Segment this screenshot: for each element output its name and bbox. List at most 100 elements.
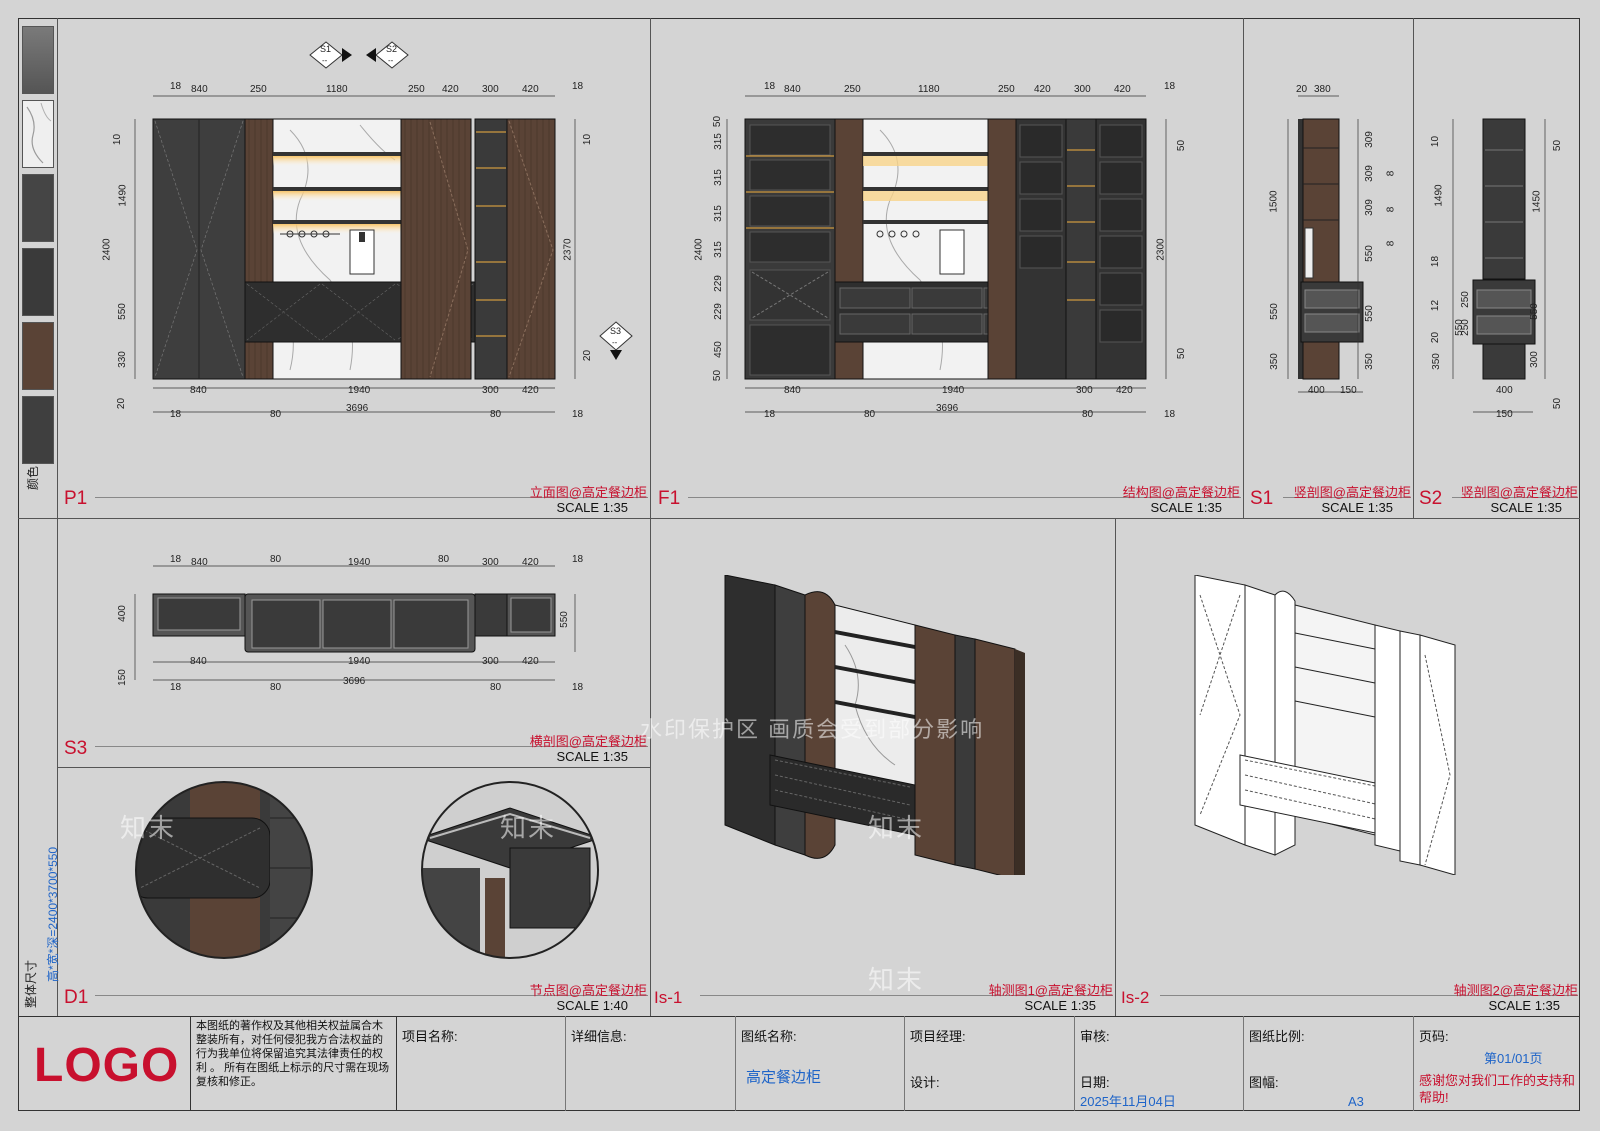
dim: 18 bbox=[1164, 409, 1176, 420]
dim: 840 bbox=[190, 656, 207, 667]
dim: 2400 bbox=[101, 238, 113, 261]
dim: 550 bbox=[1268, 303, 1280, 320]
dim: 250 bbox=[1459, 319, 1471, 336]
f1-scale: SCALE 1:35 bbox=[1150, 500, 1222, 515]
section-tag-s2-dash: -- bbox=[388, 56, 394, 65]
is1-isometric-render bbox=[724, 575, 1025, 875]
s2-scale: SCALE 1:35 bbox=[1490, 500, 1562, 515]
s2-code: S2 bbox=[1419, 488, 1443, 509]
section-tag-s1: S1 bbox=[320, 44, 332, 54]
overall-size-label: 整体尺寸 bbox=[24, 959, 38, 1008]
watermark-brand-1: 知末 bbox=[120, 813, 177, 843]
dim: 1180 bbox=[326, 84, 348, 95]
tb-divider bbox=[190, 1016, 191, 1111]
dim: 380 bbox=[1314, 84, 1331, 95]
section-tag-s2: S2 bbox=[386, 44, 398, 54]
watermark-brand-3: 知末 bbox=[868, 813, 925, 843]
tb-divider bbox=[565, 1016, 566, 1111]
f1-structure-drawing bbox=[726, 95, 1167, 413]
designer-label: 设计: bbox=[910, 1075, 940, 1090]
dim: 309 bbox=[1363, 165, 1375, 182]
sheet-size-label: 图幅: bbox=[1249, 1075, 1279, 1090]
dim: 18 bbox=[764, 409, 776, 420]
drawing-scale-label: 图纸比例: bbox=[1249, 1029, 1305, 1044]
dim: 315 bbox=[712, 169, 724, 186]
dim: 420 bbox=[1114, 84, 1131, 95]
color-swatch-5 bbox=[22, 322, 54, 390]
is1-code: Is-1 bbox=[654, 988, 683, 1007]
dim: 550 bbox=[1363, 245, 1375, 262]
color-swatch-2 bbox=[22, 100, 54, 168]
dim: 315 bbox=[712, 241, 724, 258]
col-divider-3 bbox=[1413, 18, 1414, 518]
s2-title-line bbox=[1452, 497, 1578, 498]
drawing-name-value: 高定餐边柜 bbox=[746, 1069, 822, 1086]
dim: 20 bbox=[1296, 84, 1308, 95]
is2-title-line bbox=[1160, 995, 1578, 996]
dim: 8 bbox=[1385, 206, 1397, 213]
dim: 250 bbox=[250, 84, 267, 95]
dim: 80 bbox=[270, 682, 282, 693]
dim: 80 bbox=[490, 409, 502, 420]
dim: 840 bbox=[784, 84, 801, 95]
date-label: 日期: bbox=[1080, 1075, 1110, 1090]
project-name-label: 项目名称: bbox=[402, 1029, 458, 1044]
s3-plan-drawing bbox=[134, 565, 576, 681]
dim: 18 bbox=[572, 682, 584, 693]
dim: 550 bbox=[1528, 303, 1540, 320]
dim: 20 bbox=[116, 397, 128, 410]
dim: 315 bbox=[712, 133, 724, 150]
d1-title-line bbox=[95, 995, 648, 996]
d1-code: D1 bbox=[64, 987, 89, 1008]
logo: LOGO bbox=[34, 1039, 180, 1092]
dim: 10 bbox=[1430, 135, 1442, 148]
dim: 420 bbox=[1034, 84, 1051, 95]
dim: 80 bbox=[438, 554, 450, 565]
dim: 420 bbox=[522, 385, 539, 396]
dim: 309 bbox=[1363, 199, 1375, 216]
s2-title: 竖剖图@高定餐边柜 bbox=[1460, 485, 1578, 500]
s1-title-line bbox=[1283, 497, 1411, 498]
dim: 420 bbox=[522, 84, 539, 95]
date-value: 2025年11月04日 bbox=[1080, 1094, 1176, 1109]
is1-title-line bbox=[700, 995, 1113, 996]
s3-title: 横剖图@高定餐边柜 bbox=[529, 734, 647, 749]
color-swatch-6 bbox=[22, 396, 54, 464]
dim: 2370 bbox=[562, 238, 574, 261]
dim: 18 bbox=[1430, 255, 1442, 268]
dim: 150 bbox=[1340, 385, 1357, 396]
s1-title: 竖剖图@高定餐边柜 bbox=[1293, 485, 1411, 500]
tb-divider bbox=[904, 1016, 905, 1111]
p1-scale: SCALE 1:35 bbox=[556, 500, 628, 515]
is2-code: Is-2 bbox=[1121, 988, 1150, 1007]
drawing-name-label: 图纸名称: bbox=[741, 1029, 797, 1044]
dim: 18 bbox=[764, 81, 776, 92]
sidebar-divider bbox=[57, 18, 58, 1016]
color-swatch-3 bbox=[22, 174, 54, 242]
is1-scale: SCALE 1:35 bbox=[1024, 998, 1096, 1013]
dim: 250 bbox=[844, 84, 861, 95]
f1-title-line bbox=[688, 497, 1241, 498]
dim: 840 bbox=[784, 385, 801, 396]
s2-section-drawing bbox=[1452, 118, 1546, 413]
dim: 840 bbox=[191, 84, 208, 95]
d1-title: 节点图@高定餐边柜 bbox=[529, 983, 647, 998]
page-value: 第01/01页 bbox=[1484, 1051, 1543, 1066]
review-label: 审核: bbox=[1080, 1029, 1110, 1044]
is1-title: 轴测图1@高定餐边柜 bbox=[988, 983, 1113, 998]
dim: 1940 bbox=[942, 385, 965, 396]
dim: 3696 bbox=[346, 403, 369, 414]
is2-scale: SCALE 1:35 bbox=[1488, 998, 1560, 1013]
dim: 300 bbox=[1076, 385, 1093, 396]
dim: 450 bbox=[712, 341, 724, 358]
tb-divider bbox=[1074, 1016, 1075, 1111]
dim: 1940 bbox=[348, 656, 371, 667]
dim: 300 bbox=[1074, 84, 1091, 95]
dim: 80 bbox=[270, 409, 282, 420]
dim: 420 bbox=[442, 84, 459, 95]
tb-divider bbox=[396, 1016, 397, 1111]
color-swatch-4 bbox=[22, 248, 54, 316]
dim: 1500 bbox=[1268, 190, 1280, 213]
dim: 1940 bbox=[348, 385, 371, 396]
